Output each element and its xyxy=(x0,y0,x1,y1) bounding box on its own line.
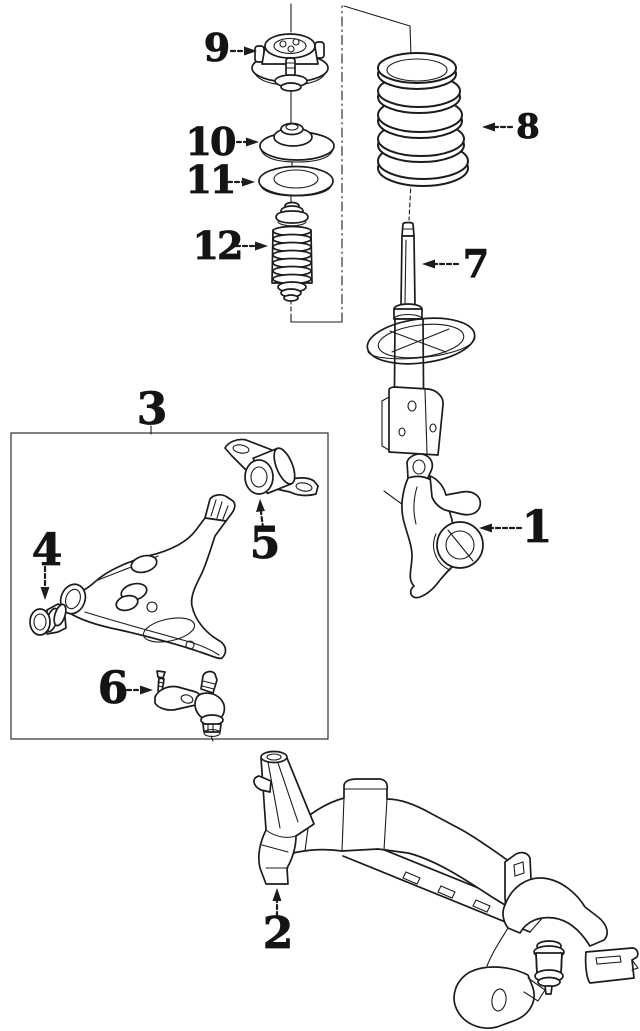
callout-4: 4 xyxy=(31,525,62,576)
callout-7: 7 xyxy=(462,241,489,286)
ball-joint-drawing xyxy=(154,670,226,742)
dust-boot-drawing xyxy=(271,201,313,302)
control-arm-box xyxy=(10,432,329,740)
callout-3: 3 xyxy=(136,384,167,435)
callout-6: 6 xyxy=(97,663,128,714)
callout-9: 9 xyxy=(203,25,230,70)
callout-8: 8 xyxy=(516,107,540,147)
callout-arrows xyxy=(40,46,523,918)
assembly-axis-lines xyxy=(290,3,426,522)
spring-seat-ring-drawing xyxy=(258,165,334,197)
strut-mount-drawing xyxy=(251,33,329,92)
callout-1: 1 xyxy=(521,502,552,553)
strut-drawing xyxy=(366,221,476,456)
arm-bracket-bushing-drawing xyxy=(224,438,319,497)
callout-10: 10 xyxy=(185,119,237,164)
callout-11: 11 xyxy=(185,157,237,202)
callout-2: 2 xyxy=(262,908,293,959)
subframe-crossmember-drawing xyxy=(253,750,639,1029)
coil-spring-drawing xyxy=(377,52,469,187)
callout-5: 5 xyxy=(249,518,280,569)
steering-knuckle-drawing xyxy=(401,453,484,599)
arm-bushing-drawing xyxy=(29,603,67,636)
control-arm-drawing xyxy=(59,493,236,660)
callout-12: 12 xyxy=(192,223,244,268)
upper-spring-seat-drawing xyxy=(259,122,335,163)
